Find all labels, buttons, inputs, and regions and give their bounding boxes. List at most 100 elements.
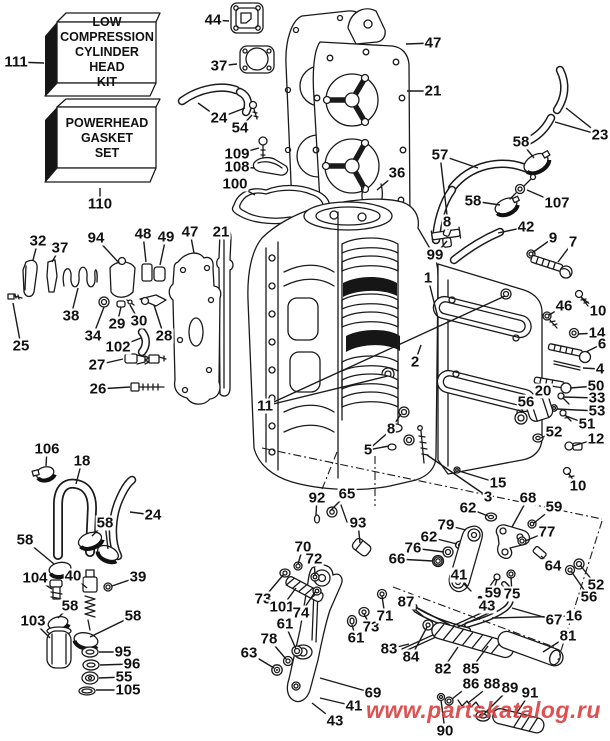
callout-71: 71 xyxy=(375,607,395,625)
callout-101: 101 xyxy=(268,598,296,616)
callout-78: 78 xyxy=(259,630,279,648)
callout-8: 8 xyxy=(385,420,397,438)
callout-48: 48 xyxy=(133,225,153,243)
thermostat-parts-drawing xyxy=(7,256,167,392)
callout-54: 54 xyxy=(230,119,250,137)
crankcase-drawing xyxy=(247,198,439,491)
callout-109: 109 xyxy=(223,145,251,163)
callout-92: 92 xyxy=(307,489,327,507)
callout-61: 61 xyxy=(275,615,295,633)
callout-69: 69 xyxy=(363,684,383,702)
callout-75: 75 xyxy=(502,585,522,603)
callout-47: 47 xyxy=(423,34,443,52)
callout-3: 3 xyxy=(482,488,494,506)
callout-52: 52 xyxy=(586,576,606,594)
callout-12: 12 xyxy=(586,430,606,448)
callout-72: 72 xyxy=(304,550,324,568)
callout-42: 42 xyxy=(516,218,536,236)
callout-58: 58 xyxy=(60,597,80,615)
callout-40: 40 xyxy=(63,567,83,585)
callout-51: 51 xyxy=(577,415,597,433)
callout-25: 25 xyxy=(11,337,31,355)
callout-74: 74 xyxy=(291,604,311,622)
callout-95: 95 xyxy=(113,643,133,661)
callout-26: 26 xyxy=(88,380,108,398)
callout-49: 49 xyxy=(156,228,176,246)
callout-52: 52 xyxy=(544,423,564,441)
callout-46: 46 xyxy=(554,297,574,315)
callout-37: 37 xyxy=(50,239,70,257)
callout-83: 83 xyxy=(379,640,399,658)
callout-108: 108 xyxy=(223,158,251,176)
callout-47: 47 xyxy=(180,223,200,241)
callout-90: 90 xyxy=(435,722,455,740)
kit-box-111-label: LOW COMPRESSION CYLINDER HEAD KIT xyxy=(60,14,154,89)
callout-10: 10 xyxy=(588,302,608,320)
callout-53: 53 xyxy=(587,402,607,420)
callout-59: 59 xyxy=(483,584,503,602)
callout-58: 58 xyxy=(511,133,531,151)
kit-box-111-drawing xyxy=(44,12,161,97)
callout-104: 104 xyxy=(21,569,49,587)
callout-58: 58 xyxy=(463,192,483,210)
callout-61: 61 xyxy=(346,629,366,647)
callout-27: 27 xyxy=(87,356,107,374)
callout-55: 55 xyxy=(114,668,134,686)
kit-box-110-drawing xyxy=(44,98,161,183)
callout-105: 105 xyxy=(114,681,142,699)
callout-50: 50 xyxy=(586,377,606,395)
hoses-drawing xyxy=(361,65,569,265)
callout-77: 77 xyxy=(537,523,557,541)
kit-box-110-label: POWERHEAD GASKET SET xyxy=(65,115,149,160)
callout-73: 73 xyxy=(253,590,273,608)
callout-37: 37 xyxy=(209,57,229,75)
callout-91: 91 xyxy=(520,684,540,702)
callout-62: 62 xyxy=(458,499,478,517)
callout-85: 85 xyxy=(461,660,481,678)
callout-79: 79 xyxy=(436,516,456,534)
callout-65: 65 xyxy=(337,485,357,503)
callout-67: 67 xyxy=(544,611,564,629)
callout-43: 43 xyxy=(477,597,497,615)
callout-2: 2 xyxy=(409,353,421,371)
callout-70: 70 xyxy=(293,538,313,556)
callout-32: 32 xyxy=(28,232,48,250)
cylinder-head-drawing xyxy=(177,2,411,255)
callout-111: 111 xyxy=(3,53,29,71)
callout-38: 38 xyxy=(61,307,81,325)
callout-16: 16 xyxy=(564,607,584,625)
callout-56: 56 xyxy=(516,393,536,411)
callout-81: 81 xyxy=(558,627,578,645)
callout-9: 9 xyxy=(547,229,559,247)
callout-86: 86 xyxy=(461,675,481,693)
callout-18: 18 xyxy=(72,452,92,470)
callout-4: 4 xyxy=(594,360,606,378)
callout-39: 39 xyxy=(128,568,148,586)
callout-41: 41 xyxy=(449,566,469,584)
callout-10: 10 xyxy=(568,477,588,495)
callout-36: 36 xyxy=(387,164,407,182)
callout-68: 68 xyxy=(518,489,538,507)
callout-5: 5 xyxy=(362,441,374,459)
callout-93: 93 xyxy=(348,514,368,532)
callout-56: 56 xyxy=(579,588,599,606)
callout-11: 11 xyxy=(256,397,274,415)
callout-28: 28 xyxy=(154,327,174,345)
callout-103: 103 xyxy=(19,612,47,630)
callout-88: 88 xyxy=(482,675,502,693)
callout-30: 30 xyxy=(129,312,149,330)
callout-106: 106 xyxy=(33,440,61,458)
callout-21: 21 xyxy=(423,82,443,100)
callout-23: 23 xyxy=(590,126,610,144)
callout-7: 7 xyxy=(567,233,579,251)
callout-76: 76 xyxy=(403,539,423,557)
callout-99: 99 xyxy=(425,246,445,264)
callout-63: 63 xyxy=(239,644,259,662)
callout-94: 94 xyxy=(86,229,106,247)
callout-43: 43 xyxy=(325,712,345,730)
callout-100: 100 xyxy=(221,175,249,193)
callout-57: 57 xyxy=(430,146,450,164)
callout-82: 82 xyxy=(433,660,453,678)
callout-33: 33 xyxy=(587,389,607,407)
callout-89: 89 xyxy=(500,679,520,697)
